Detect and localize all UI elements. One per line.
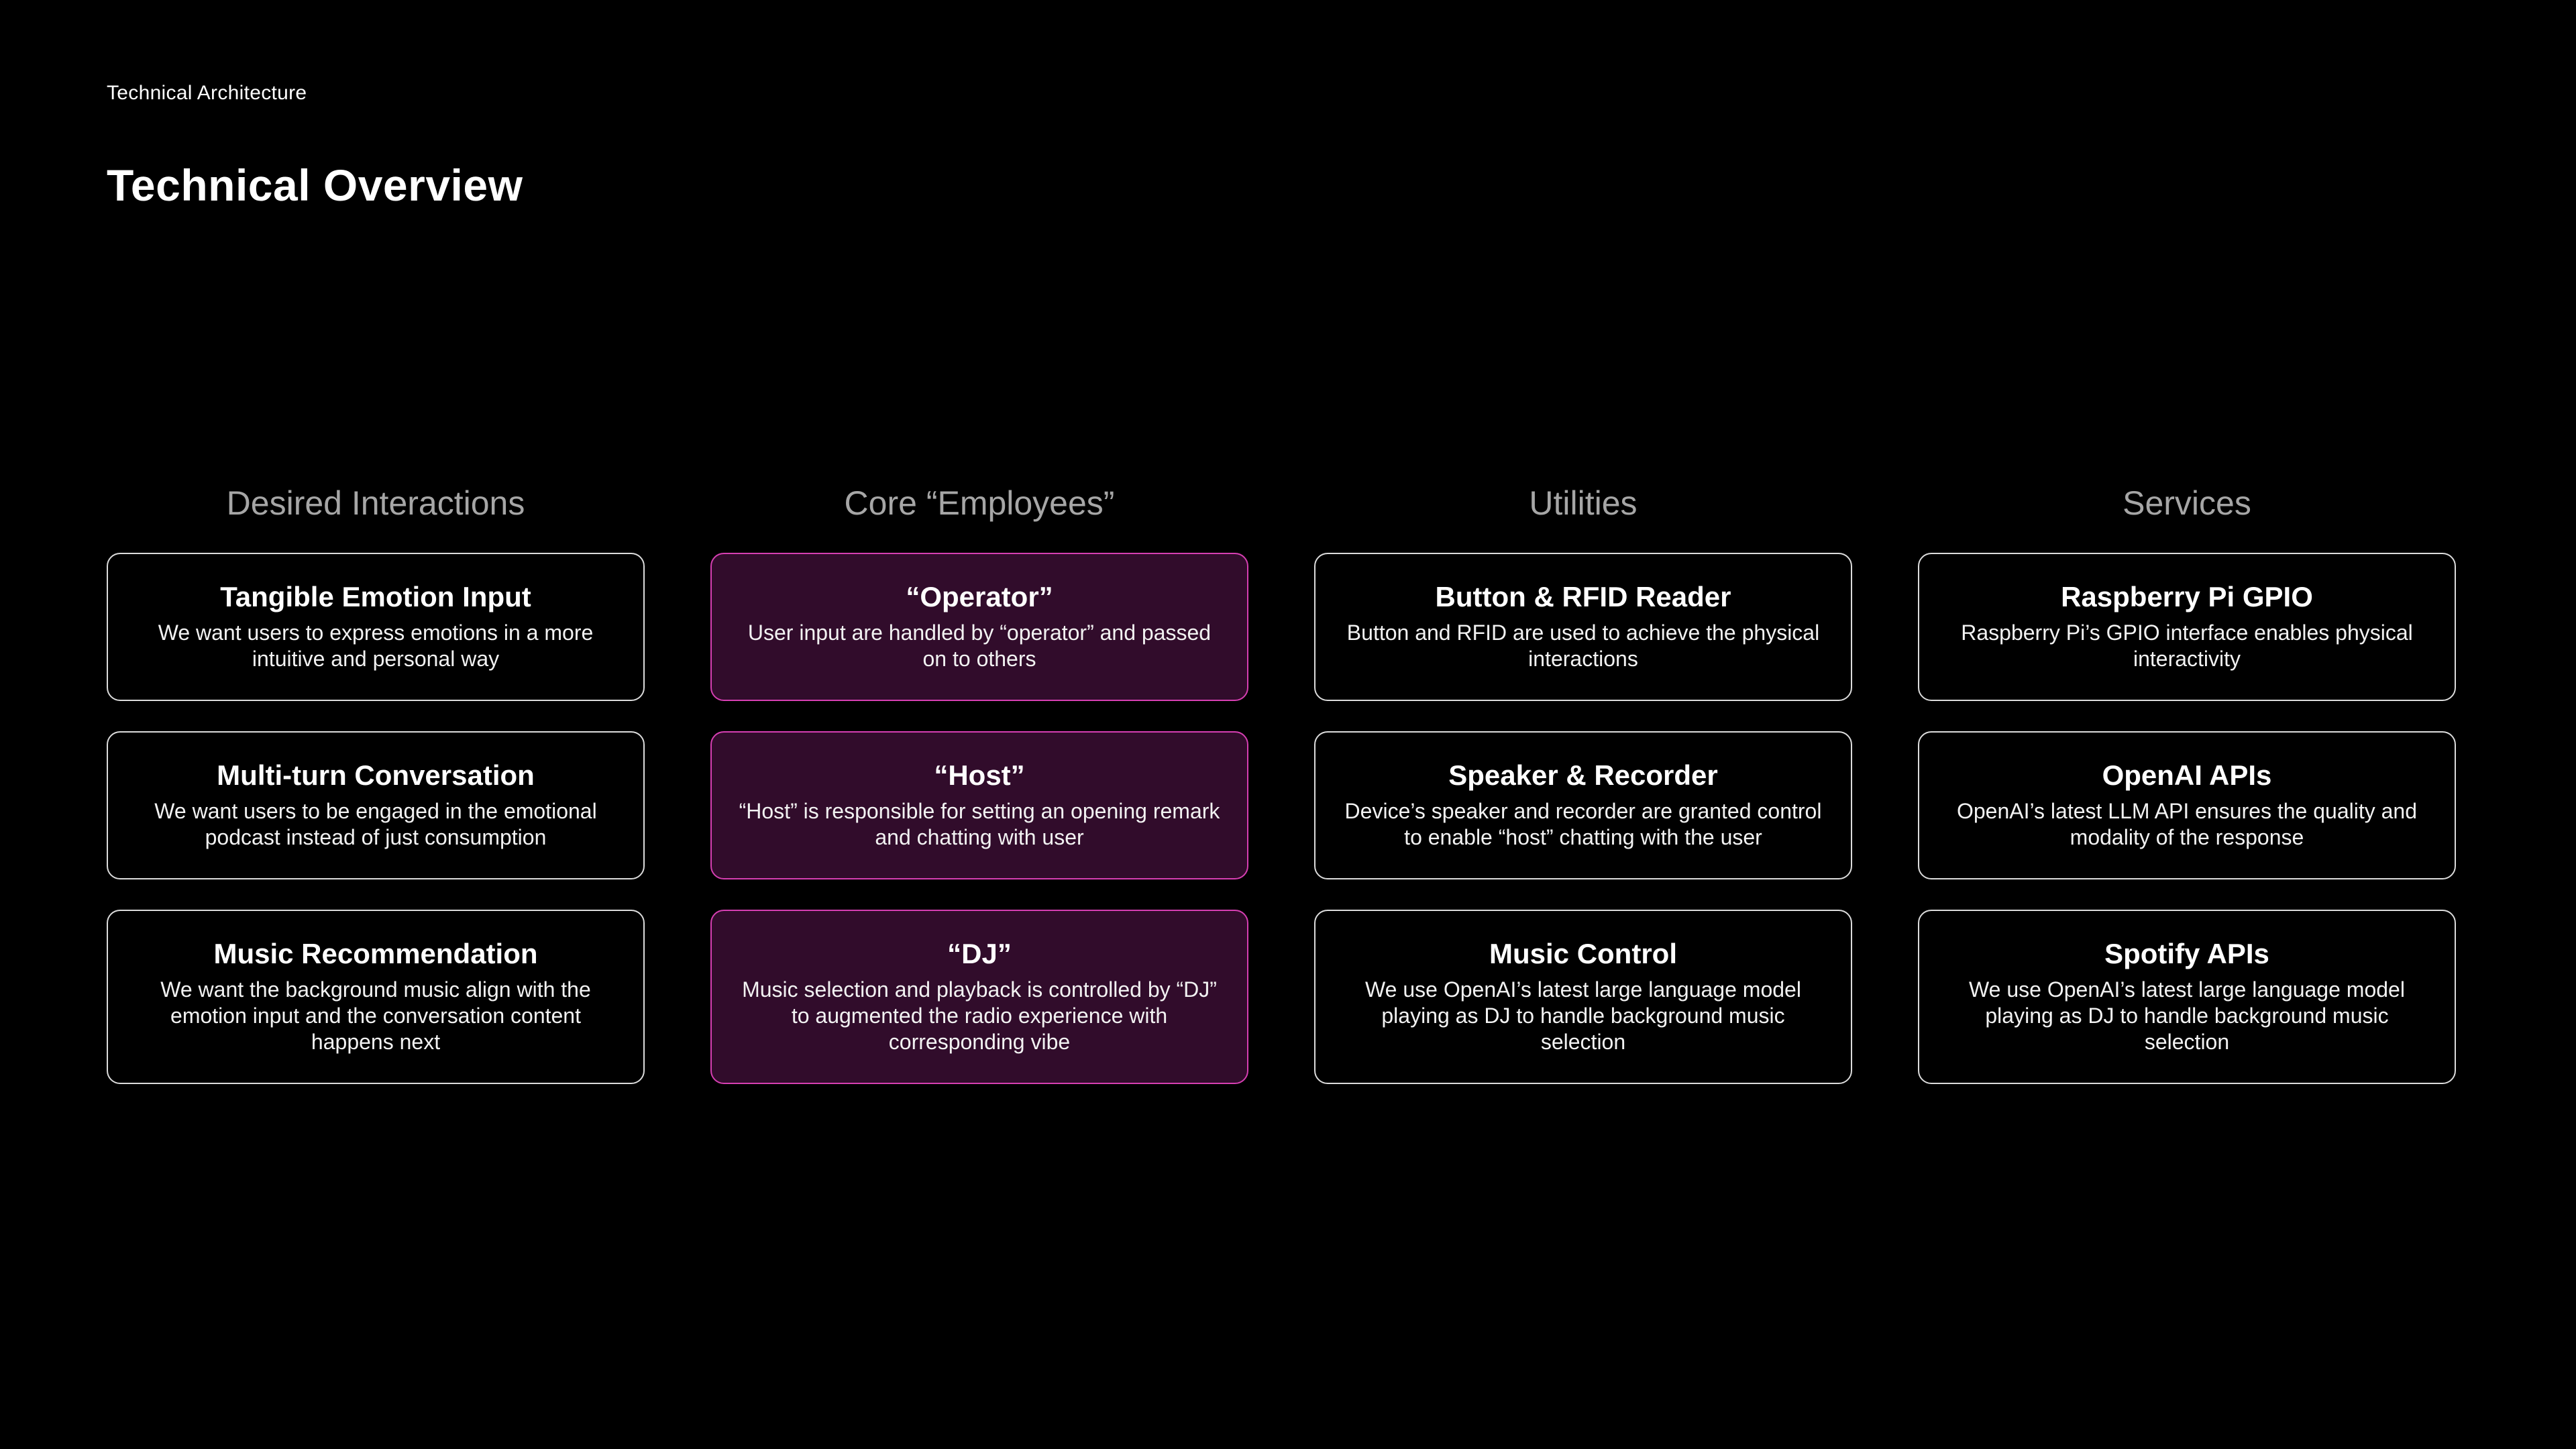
card-title: Speaker & Recorder xyxy=(1448,759,1718,791)
card-description: Music selection and playback is controll… xyxy=(742,977,1217,1054)
card-title: Button & RFID Reader xyxy=(1435,581,1731,612)
column-desired-interactions: Desired Interactions Tangible Emotion In… xyxy=(107,476,645,1114)
card-spotify-apis: Spotify APIs We use OpenAI’s latest larg… xyxy=(1918,910,2456,1084)
card-description: We use OpenAI’s latest large language mo… xyxy=(1365,977,1801,1054)
column-services: Services Raspberry Pi GPIO Raspberry Pi’… xyxy=(1918,476,2456,1114)
card-music-control: Music Control We use OpenAI’s latest lar… xyxy=(1314,910,1852,1084)
card-description: We want users to be engaged in the emoti… xyxy=(154,799,597,849)
section-label: Technical Architecture xyxy=(107,82,307,104)
column-header: Desired Interactions xyxy=(226,484,525,522)
card-host: “Host” “Host” is responsible for setting… xyxy=(710,731,1248,879)
card-title: Music Recommendation xyxy=(213,938,538,969)
column-core-employees: Core “Employees” “Operator” User input a… xyxy=(710,476,1248,1114)
card-title: Multi-turn Conversation xyxy=(217,759,535,791)
column-header: Core “Employees” xyxy=(844,484,1115,522)
card-title: OpenAI APIs xyxy=(2102,759,2272,791)
card-openai-apis: OpenAI APIs OpenAI’s latest LLM API ensu… xyxy=(1918,731,2456,879)
card-dj: “DJ” Music selection and playback is con… xyxy=(710,910,1248,1084)
card-button-rfid-reader: Button & RFID Reader Button and RFID are… xyxy=(1314,553,1852,701)
column-header: Utilities xyxy=(1529,484,1638,522)
card-description: Raspberry Pi’s GPIO interface enables ph… xyxy=(1961,621,2413,671)
column-utilities: Utilities Button & RFID Reader Button an… xyxy=(1314,476,1852,1114)
card-music-recommendation: Music Recommendation We want the backgro… xyxy=(107,910,645,1084)
card-title: Spotify APIs xyxy=(2104,938,2269,969)
card-description: Button and RFID are used to achieve the … xyxy=(1346,621,1820,671)
card-title: “Host” xyxy=(934,759,1025,791)
card-description: We want users to express emotions in a m… xyxy=(158,621,594,671)
card-title: “DJ” xyxy=(947,938,1012,969)
card-multi-turn-conversation: Multi-turn Conversation We want users to… xyxy=(107,731,645,879)
card-description: We want the background music align with … xyxy=(160,977,591,1054)
page-title: Technical Overview xyxy=(107,160,523,210)
card-title: Music Control xyxy=(1489,938,1677,969)
card-title: Tangible Emotion Input xyxy=(220,581,531,612)
card-description: Device’s speaker and recorder are grante… xyxy=(1344,799,1822,849)
card-tangible-emotion-input: Tangible Emotion Input We want users to … xyxy=(107,553,645,701)
card-title: Raspberry Pi GPIO xyxy=(2061,581,2313,612)
card-title: “Operator” xyxy=(906,581,1053,612)
column-header: Services xyxy=(2123,484,2251,522)
card-speaker-recorder: Speaker & Recorder Device’s speaker and … xyxy=(1314,731,1852,879)
card-description: “Host” is responsible for setting an ope… xyxy=(739,799,1220,849)
card-operator: “Operator” User input are handled by “op… xyxy=(710,553,1248,701)
card-raspberry-pi-gpio: Raspberry Pi GPIO Raspberry Pi’s GPIO in… xyxy=(1918,553,2456,701)
card-description: User input are handled by “operator” and… xyxy=(747,621,1212,671)
card-description: We use OpenAI’s latest large language mo… xyxy=(1969,977,2405,1054)
card-description: OpenAI’s latest LLM API ensures the qual… xyxy=(1956,799,2418,849)
